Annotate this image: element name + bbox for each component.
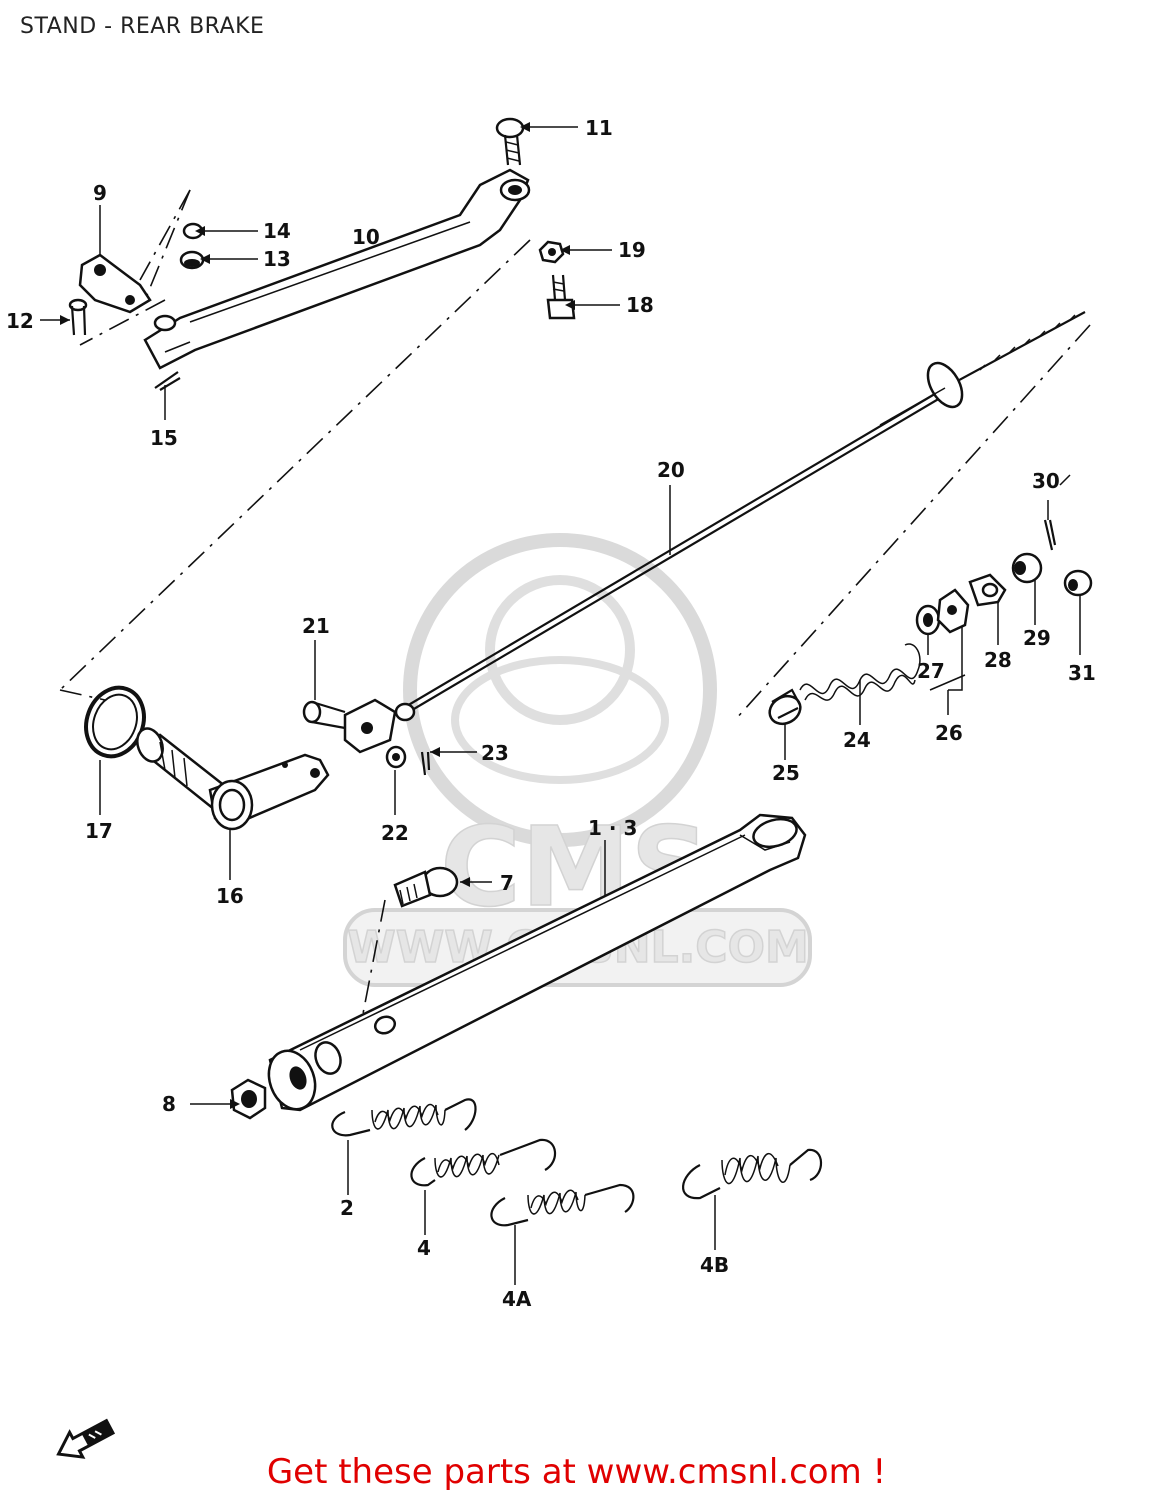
label-30: 30	[1032, 469, 1060, 493]
sleeve-25	[768, 688, 802, 726]
label-13: 13	[263, 247, 291, 271]
washer-13	[179, 250, 205, 270]
label-2: 2	[340, 1196, 354, 1220]
leader-arrowheads	[60, 122, 575, 1109]
label-4: 4	[417, 1236, 431, 1260]
pin-12	[68, 298, 88, 336]
label-14: 14	[263, 219, 291, 243]
nut-31	[1063, 569, 1093, 597]
label-21: 21	[302, 614, 330, 638]
label-31: 31	[1068, 661, 1096, 685]
cotter-pin-15	[154, 371, 181, 391]
cotter-pin-30	[1043, 519, 1057, 551]
footer-parts-link[interactable]: Get these parts at www.cmsnl.com !	[266, 1452, 887, 1492]
label-9: 9	[93, 181, 107, 205]
label-12: 12	[6, 309, 34, 333]
label-25: 25	[772, 761, 800, 785]
spring-4b	[682, 1148, 823, 1200]
spring-2	[331, 1098, 477, 1137]
label-10: 10	[352, 225, 380, 249]
label-29: 29	[1023, 626, 1051, 650]
washer-22	[385, 745, 407, 769]
label-1-3: 1 · 3	[588, 816, 637, 840]
forward-arrow-icon	[56, 1418, 116, 1459]
label-24: 24	[843, 728, 871, 752]
side-stand-1-3	[267, 813, 807, 1112]
part-labels: 11 9 14 13 10 19 18 12 15 20 30 21 29 28…	[6, 116, 1096, 1311]
nut-19	[538, 240, 565, 264]
nut-8	[230, 1078, 267, 1120]
label-19: 19	[618, 238, 646, 262]
label-4a: 4A	[502, 1287, 532, 1311]
label-8: 8	[162, 1092, 176, 1116]
cam-shaft-16	[136, 727, 330, 831]
label-27: 27	[917, 659, 945, 683]
adjuster-26	[936, 588, 970, 634]
brake-rod-20	[399, 311, 1086, 717]
label-22: 22	[381, 821, 409, 845]
washer-27	[915, 604, 941, 636]
label-17: 17	[85, 819, 113, 843]
bracket-9	[78, 253, 152, 314]
label-4b: 4B	[700, 1253, 729, 1277]
label-28: 28	[984, 648, 1012, 672]
brake-pedal-10	[143, 168, 531, 370]
bolt-7	[393, 866, 459, 908]
nut-29	[1011, 552, 1043, 584]
label-11: 11	[585, 116, 613, 140]
page-title: STAND - REAR BRAKE	[20, 14, 265, 39]
label-23: 23	[481, 741, 509, 765]
cotter-pin-23	[420, 751, 431, 776]
rod-clevis	[343, 698, 416, 754]
bolt-11	[495, 117, 525, 166]
label-20: 20	[657, 458, 685, 482]
spring-4	[410, 1138, 556, 1187]
spring-24	[799, 643, 921, 701]
label-18: 18	[626, 293, 654, 317]
bolt-18	[546, 274, 576, 320]
label-16: 16	[216, 884, 244, 908]
spring-4a	[490, 1183, 635, 1227]
label-7: 7	[500, 871, 514, 895]
clevis-pin-21	[302, 700, 346, 730]
label-15: 15	[150, 426, 178, 450]
label-26: 26	[935, 721, 963, 745]
joint-28	[968, 573, 1007, 607]
